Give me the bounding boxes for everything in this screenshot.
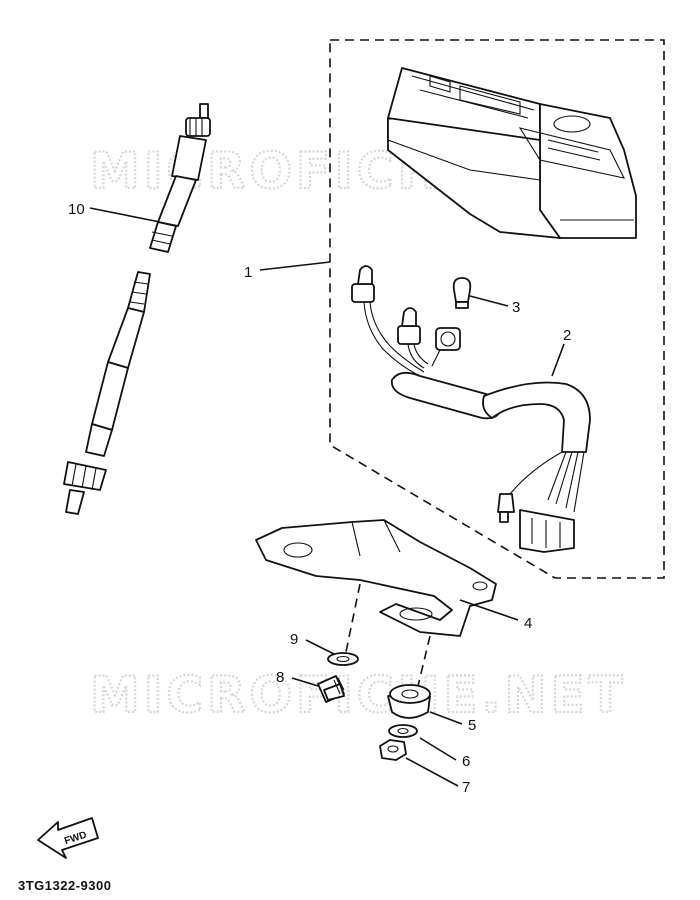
- callout-10: 10: [68, 201, 85, 218]
- bolt: [317, 675, 345, 703]
- washer-6: [388, 724, 418, 738]
- washer-9: [327, 652, 359, 666]
- callout-7: 7: [462, 779, 470, 796]
- callout-3: 3: [512, 299, 520, 316]
- watermark-bottom: MICROFICHE.NET: [90, 666, 627, 724]
- bulb: [452, 277, 472, 309]
- callout-6: 6: [462, 753, 470, 770]
- fwd-arrow-icon: FWD: [37, 817, 99, 859]
- callout-2: 2: [563, 327, 571, 344]
- callout-1: 1: [244, 264, 252, 281]
- grommet: [387, 684, 431, 719]
- leader-lines: [89, 207, 565, 787]
- diagram-code: 3TG1322-9300: [18, 878, 111, 893]
- meter-assembly: [387, 67, 637, 239]
- assembly-boundary: [329, 39, 665, 579]
- wire-harness: [351, 265, 591, 553]
- callout-4: 4: [524, 615, 532, 632]
- callout-9: 9: [290, 631, 298, 648]
- speedometer-cable: [63, 103, 211, 515]
- meter-bracket: [255, 519, 497, 637]
- callout-8: 8: [276, 669, 284, 686]
- callout-5: 5: [468, 717, 476, 734]
- nut: [379, 739, 407, 761]
